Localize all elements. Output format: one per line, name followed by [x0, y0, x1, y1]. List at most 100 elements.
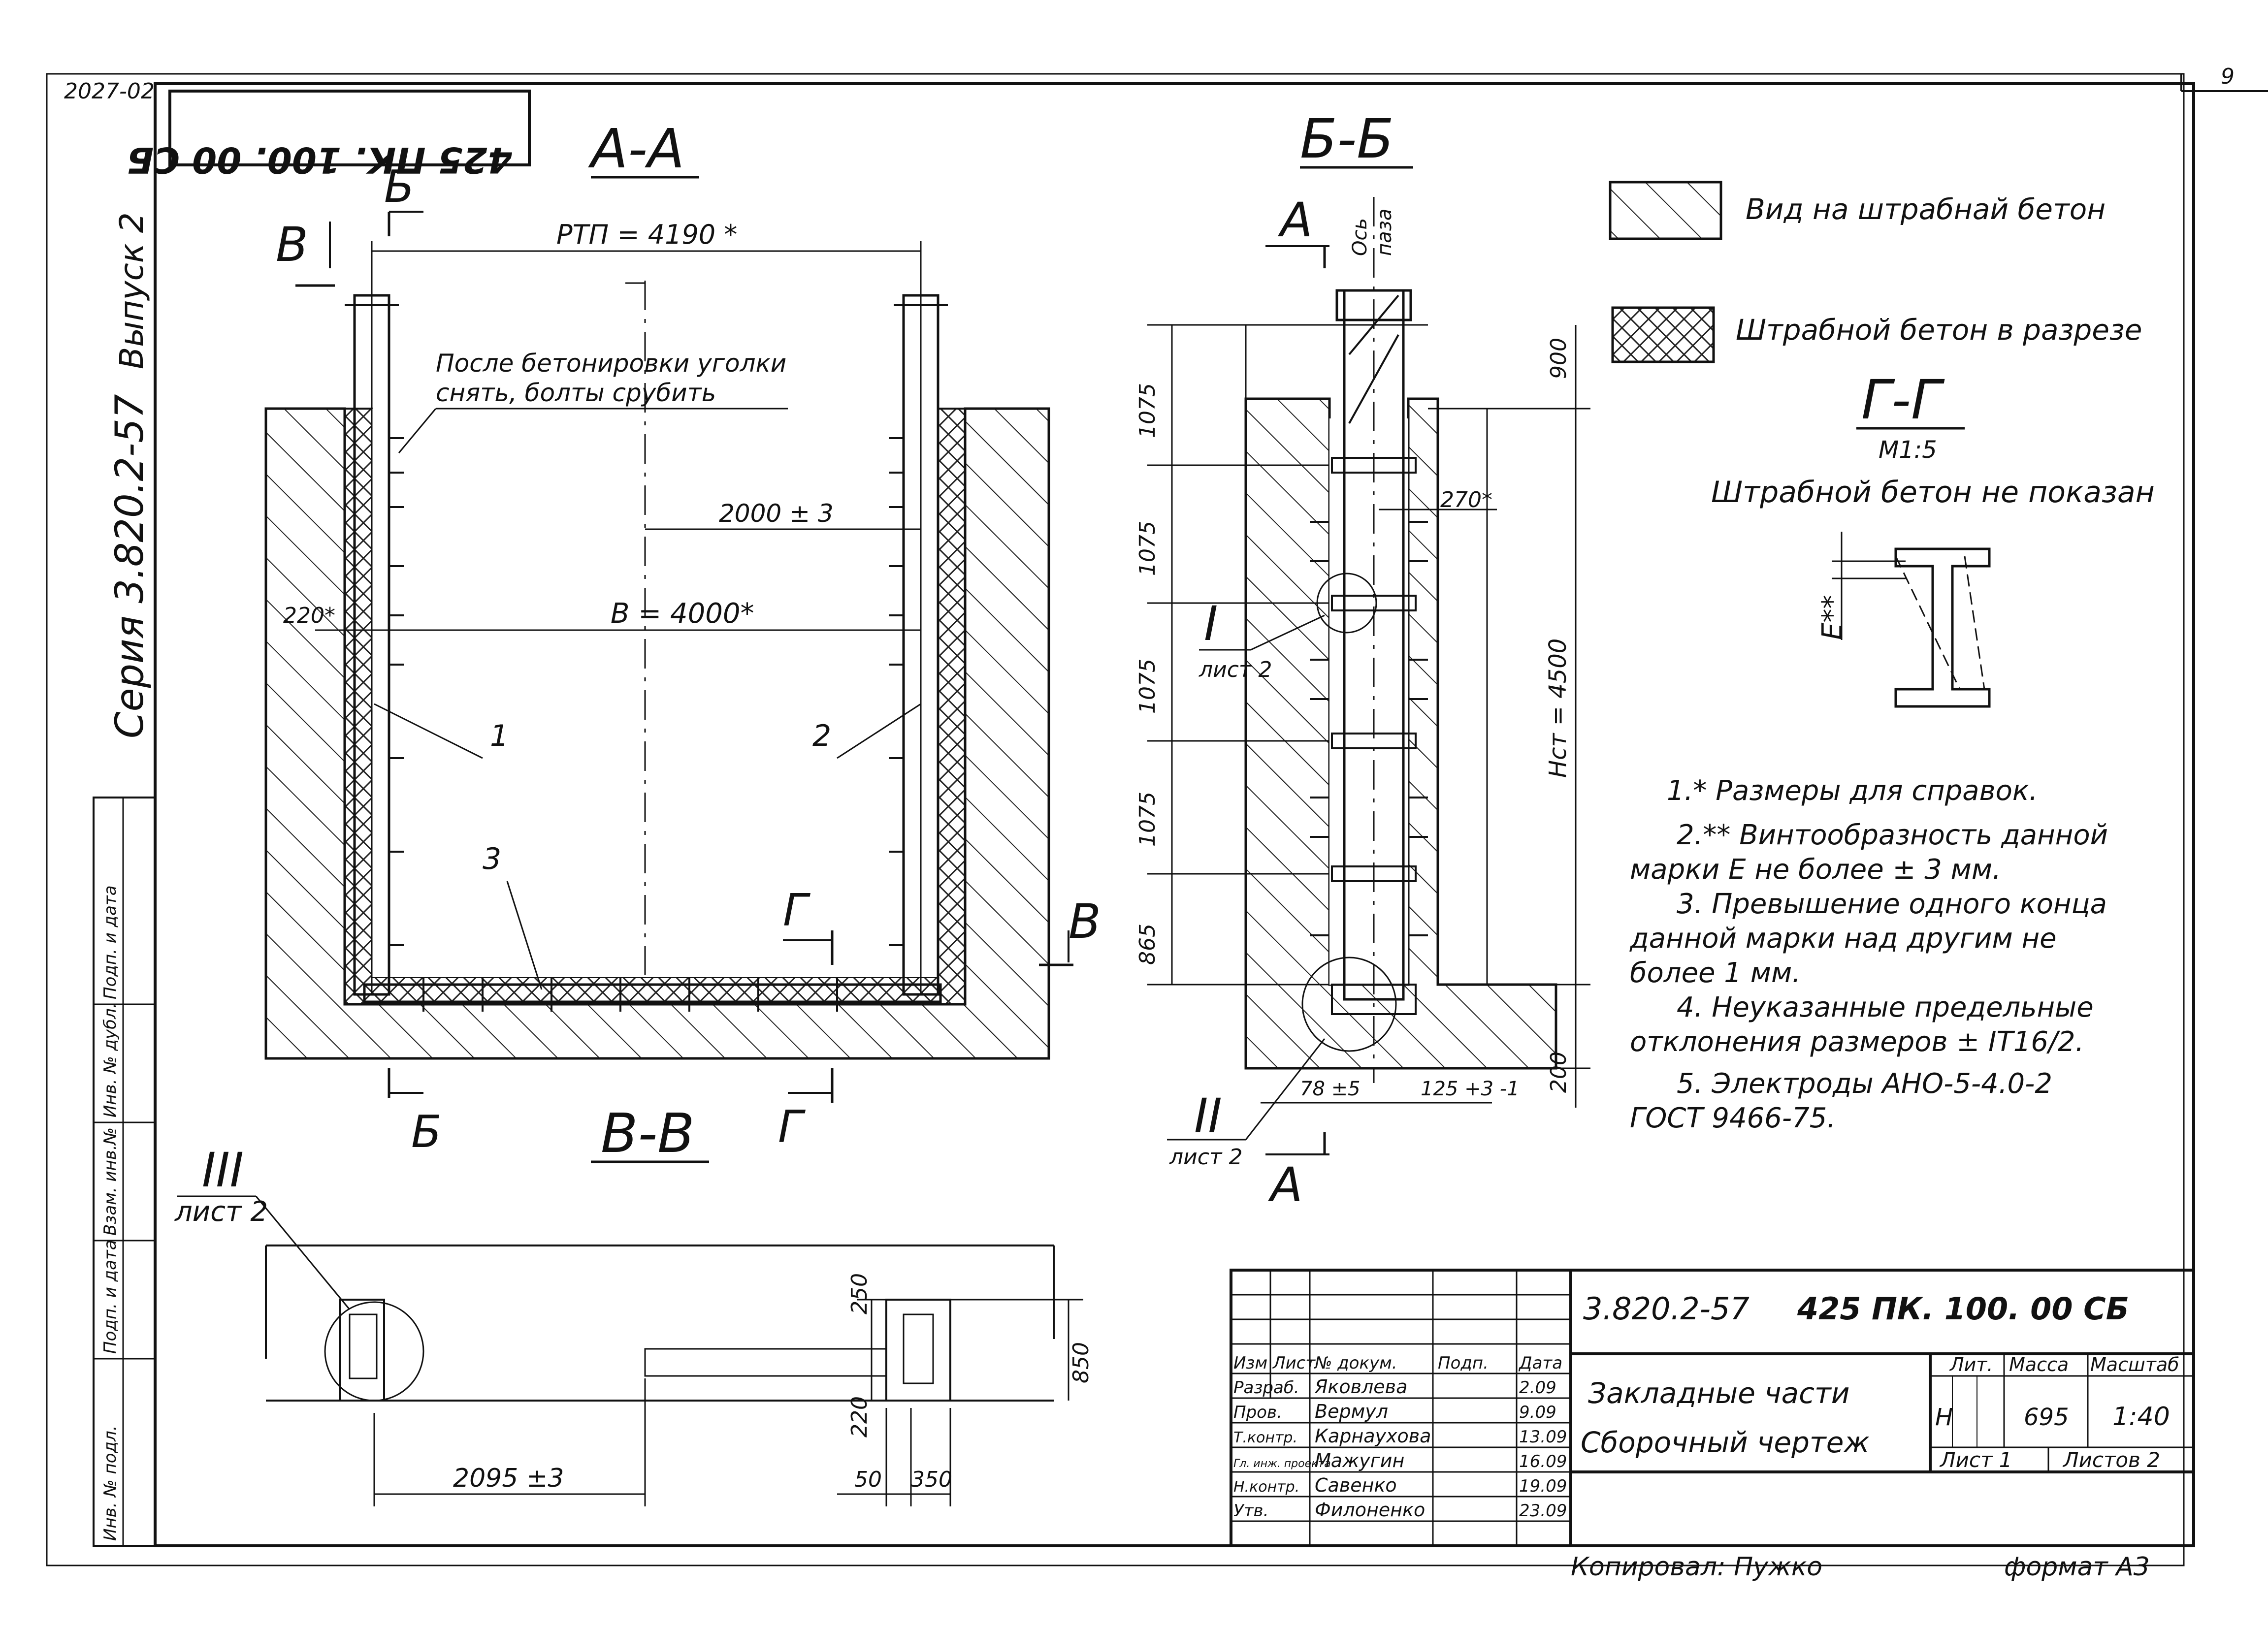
cut-a-top: А — [1277, 192, 1313, 248]
tb-lit: Н — [1935, 1404, 1953, 1431]
tb-h-date: Дата — [1518, 1353, 1562, 1373]
title-block: 3.820.2-57 425 ПК. 100. 00 СБ Закладные … — [1230, 1269, 2195, 1547]
tb-name-1: Вермул — [1315, 1401, 1388, 1422]
bb-dim-bottom: 200 — [1546, 1052, 1571, 1093]
tb-h-list: Лист — [1272, 1353, 1316, 1373]
legend-hatch-view: Вид на штрабнай бетон — [1746, 192, 2106, 226]
cut-v-top: В — [276, 217, 308, 272]
tb-h-izm: Изм — [1233, 1353, 1267, 1373]
tb-name-5: Филоненко — [1315, 1499, 1425, 1521]
side-label-inv: Инв. № подл. — [100, 1425, 120, 1541]
aa-note-line2: снять, болты срубить — [436, 379, 716, 407]
note-5b: ГОСТ 9466-75. — [1630, 1102, 1836, 1134]
section-aa: А-А РТП = 4190 * 2000 ± 3 В = 400 — [264, 117, 1101, 1158]
cut-b-bottom: Б — [411, 1106, 442, 1158]
detail-ref-2-sheet: лист 2 — [1169, 1145, 1243, 1170]
bb-d125: 125 +3 -1 — [1421, 1078, 1520, 1100]
tb-name1: Закладные части — [1588, 1376, 1850, 1410]
tb-date-3: 16.09 — [1519, 1452, 1567, 1471]
tb-name-0: Яковлева — [1314, 1376, 1407, 1398]
detail-ref-2: II — [1194, 1088, 1222, 1144]
cut-g-bottom: Г — [778, 1101, 806, 1153]
format-label: формат А3 — [2004, 1552, 2150, 1582]
vv-d50: 50 — [854, 1467, 882, 1492]
pos-3: 3 — [483, 842, 501, 876]
tb-name-4: Савенко — [1315, 1474, 1397, 1496]
detail-ref-1-sheet: лист 2 — [1199, 657, 1272, 682]
section-bb-title: Б-Б — [1300, 107, 1394, 170]
bb-gap: 270* — [1440, 487, 1492, 512]
tb-role-4: Н.контр. — [1233, 1478, 1299, 1496]
tb-date-4: 19.09 — [1519, 1476, 1567, 1496]
stamp-box: 425 ПК. 100. 00 СБ — [127, 90, 531, 181]
note-3b: данной марки над другим не — [1629, 923, 2057, 955]
half-width-dim: 2000 ± 3 — [719, 499, 834, 528]
section-vv-title: В-В — [601, 1102, 695, 1165]
legend: Вид на штрабнай бетон Штрабной бетон в р… — [1609, 181, 2142, 363]
bb-dim-2: 1075 — [1135, 521, 1160, 576]
tb-code: 3.820.2-57 — [1583, 1291, 1750, 1327]
wall-gap-dim: 220* — [283, 603, 335, 628]
tb-role-5: Утв. — [1233, 1501, 1268, 1521]
cut-b-top: Б — [384, 161, 415, 213]
bb-dim-1: 1075 — [1135, 383, 1160, 438]
tb-lit-h: Лит. — [1949, 1354, 1993, 1375]
section-aa-title: А-А — [588, 117, 684, 180]
detail-ref-1: I — [1204, 596, 1218, 651]
tb-scale-h: Масштаб — [2090, 1354, 2179, 1375]
axis-label-1: Ось — [1349, 218, 1371, 256]
cut-v-right: В — [1069, 894, 1101, 949]
tb-h-sign: Подп. — [1438, 1353, 1489, 1373]
side-label-replace: Взам. инв.№ — [100, 1127, 120, 1236]
note-3a: 3. Превышение одного конца — [1677, 888, 2107, 920]
section-gg-title: Г-Г — [1861, 368, 1945, 431]
vv-ref: III — [202, 1143, 244, 1198]
tb-date-0: 2.09 — [1519, 1378, 1556, 1398]
tb-date-5: 23.09 — [1519, 1501, 1567, 1521]
tb-date-1: 9.09 — [1519, 1403, 1556, 1422]
section-gg-caption: Штрабной бетон не показан — [1711, 475, 2155, 510]
note-4a: 4. Неуказанные предельные — [1677, 991, 2094, 1023]
legend-hatch-section: Штрабной бетон в разрезе — [1736, 313, 2142, 347]
tb-role-1: Пров. — [1233, 1403, 1282, 1422]
sheet-number: 9 — [2221, 64, 2235, 89]
bb-height: Нст = 4500 — [1544, 638, 1572, 778]
pos-1: 1 — [490, 719, 509, 753]
cut-g-top: Г — [783, 885, 811, 936]
copied-by: Копировал: Пужко — [1571, 1552, 1822, 1582]
note-5a: 5. Электроды АНО-5-4.0-2 — [1677, 1068, 2052, 1100]
bb-dim-4: 1075 — [1135, 792, 1160, 847]
notes: 1.* Размеры для справок. 2.** Винтообраз… — [1629, 775, 2108, 1134]
tb-date-2: 13.09 — [1519, 1427, 1567, 1447]
pos-2: 2 — [812, 719, 831, 753]
tb-h-doc: № докум. — [1314, 1353, 1397, 1373]
series-label: Серия 3.820.2-57 — [108, 394, 152, 739]
tb-mass: 695 — [2024, 1404, 2069, 1431]
side-label-dup: Инв. № дубл. — [100, 1003, 120, 1117]
section-gg-scale: М1:5 — [1879, 436, 1937, 464]
issue-label: Выпуск 2 — [113, 212, 151, 369]
side-label-sign: Подп. и дата — [100, 1240, 120, 1354]
note-2a: 2.** Винтообразность данной — [1677, 819, 2108, 851]
bb-d78: 78 ±5 — [1300, 1078, 1361, 1100]
section-bb: Б-Б 1075 1075 1075 1075 8 — [1135, 107, 1590, 1213]
vv-d350: 350 — [911, 1467, 952, 1492]
e-mark: Е** — [1816, 595, 1848, 640]
section-gg: Г-Г М1:5 Штрабной бетон не показан Е** — [1711, 368, 2155, 708]
aa-note-line1: После бетонировки уголки — [436, 349, 786, 378]
tb-role-3: Гл. инж. проекта — [1233, 1458, 1331, 1470]
vv-ref-sheet: лист 2 — [174, 1196, 268, 1228]
note-3c: более 1 мм. — [1630, 957, 1801, 989]
vv-d220: 220 — [847, 1396, 872, 1437]
vv-d2095: 2095 ±3 — [453, 1464, 564, 1493]
tb-name-3: Мажугин — [1315, 1450, 1404, 1471]
bb-dim-5: 865 — [1135, 924, 1160, 965]
vv-d850: 850 — [1069, 1342, 1094, 1383]
side-label-sign2: Подп. и дата — [100, 885, 120, 999]
stamp-code: 425 ПК. 100. 00 СБ — [127, 139, 513, 181]
tb-role-2: Т.контр. — [1233, 1429, 1297, 1446]
tb-scale: 1:40 — [2112, 1402, 2170, 1432]
vv-d250: 250 — [847, 1273, 872, 1314]
width-dim: В = 4000* — [611, 598, 754, 630]
